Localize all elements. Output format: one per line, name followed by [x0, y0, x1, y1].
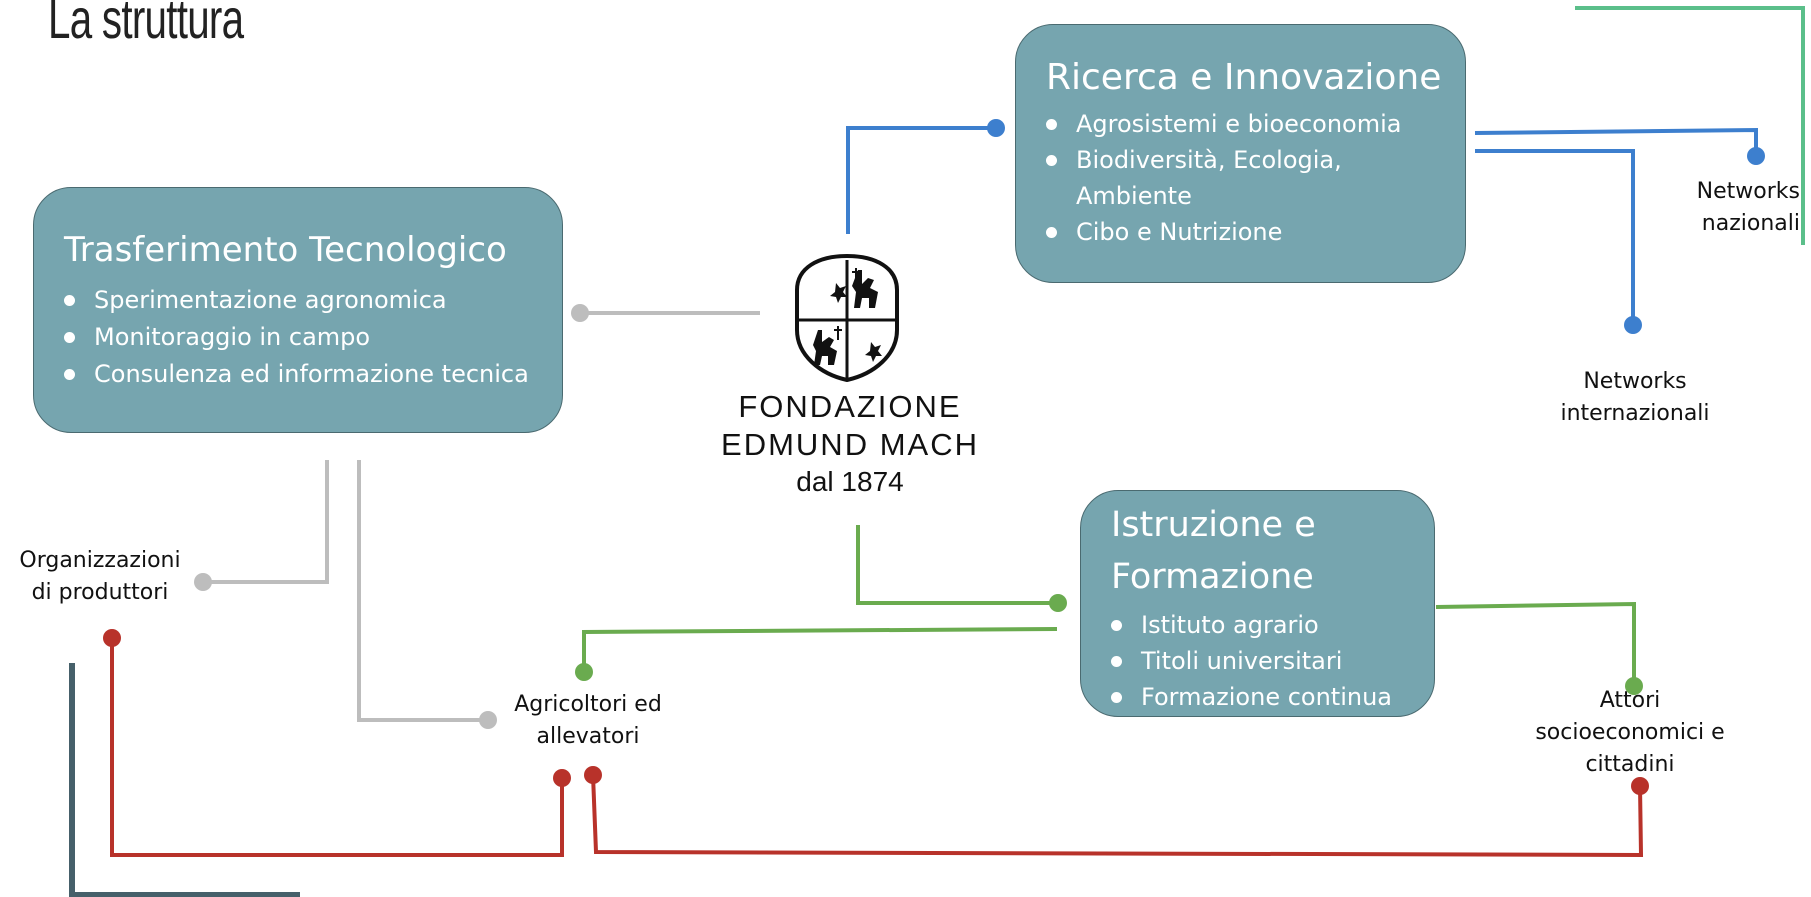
connector-dot [1747, 147, 1765, 165]
box-title: Trasferimento Tecnologico [64, 230, 507, 270]
label-line: Agricoltori ed [514, 692, 662, 717]
connector-istruzione-agricoltori [582, 627, 1058, 672]
connector-agricoltori-attori [591, 774, 1644, 858]
box-item-list: Istituto agrario Titoli universitari For… [1111, 607, 1434, 715]
label-attori-socioeconomici: Attori socioeconomici e cittadini [1515, 685, 1745, 781]
connector-dot [1631, 777, 1649, 795]
list-item: Monitoraggio in campo [64, 319, 562, 356]
label-line: Organizzazioni [19, 548, 181, 573]
label-line: allevatori [536, 724, 640, 749]
label-line: di produttori [31, 580, 169, 605]
connector-dot [575, 663, 593, 681]
label-line: cittadini [1585, 752, 1675, 777]
list-item: Biodiversità, Ecologia, Ambiente [1046, 142, 1465, 214]
label-line: socioeconomici e [1535, 720, 1725, 745]
label-line: Networks [1696, 179, 1800, 204]
connector-dot [194, 573, 212, 591]
label-agricoltori-allevatori: Agricoltori ed allevatori [488, 689, 688, 753]
box-item-list: Sperimentazione agronomica Monitoraggio … [64, 282, 562, 393]
connector-organizzazioni-agricoltori [110, 638, 564, 857]
logo-line-2: EDMUND MACH [721, 427, 979, 462]
label-networks-nazionali: Networks nazionali [1660, 176, 1800, 240]
list-item: Sperimentazione agronomica [64, 282, 562, 319]
connector-dot [584, 766, 602, 784]
connector-trasferimento-agricoltori [357, 460, 488, 722]
logo-wordmark: FONDAZIONE EDMUND MACH dal 1874 [690, 388, 1010, 500]
connector-dot [987, 119, 1005, 137]
connector-dot [479, 711, 497, 729]
box-title: Ricerca e Innovazione [1046, 57, 1442, 98]
box-item-list: Agrosistemi e bioeconomia Biodiversità, … [1046, 106, 1465, 250]
list-item: Istituto agrario [1111, 607, 1434, 643]
label-line: internazionali [1560, 401, 1710, 426]
fondazione-crest-logo [795, 253, 899, 383]
connector-dot [1625, 677, 1643, 695]
connector-ricerca-internazionali [1475, 149, 1635, 325]
list-item: Consulenza ed informazione tecnica [64, 356, 562, 393]
connector-dot [1624, 316, 1642, 334]
box-trasferimento-tecnologico: Trasferimento Tecnologico Sperimentazion… [33, 187, 563, 433]
label-line: Networks [1583, 369, 1687, 394]
connector-logo-istruzione [856, 525, 1058, 605]
connector-logo-ricerca [846, 126, 996, 234]
box-ricerca-innovazione: Ricerca e Innovazione Agrosistemi e bioe… [1015, 24, 1466, 283]
label-networks-internazionali: Networks internazionali [1530, 366, 1740, 430]
box-title: Istruzione e Formazione [1111, 499, 1434, 603]
page-title: La struttura [48, 0, 244, 50]
connector-dot [571, 304, 589, 322]
list-item: Cibo e Nutrizione [1046, 214, 1465, 250]
connector-istruzione-attori [1435, 601, 1636, 686]
list-item: Agrosistemi e bioeconomia [1046, 106, 1465, 142]
label-organizzazioni-produttori: Organizzazioni di produttori [0, 545, 200, 609]
logo-line-1: FONDAZIONE [738, 389, 962, 424]
connector-dot [103, 629, 121, 647]
box-istruzione-formazione: Istruzione e Formazione Istituto agrario… [1080, 490, 1435, 717]
connector-trasferimento-organizzazioni [203, 460, 329, 584]
list-item: Titoli universitari [1111, 643, 1434, 679]
box-title-line-2: Formazione [1111, 557, 1314, 597]
connector-dot [1049, 594, 1067, 612]
label-line: nazionali [1701, 211, 1800, 236]
list-item: Formazione continua [1111, 679, 1434, 715]
connector-dot [553, 769, 571, 787]
connector-teal-top-right [1575, 6, 1805, 245]
label-line: Attori [1599, 688, 1661, 713]
logo-line-3: dal 1874 [796, 466, 904, 497]
box-title-line-1: Istruzione e [1111, 505, 1316, 545]
